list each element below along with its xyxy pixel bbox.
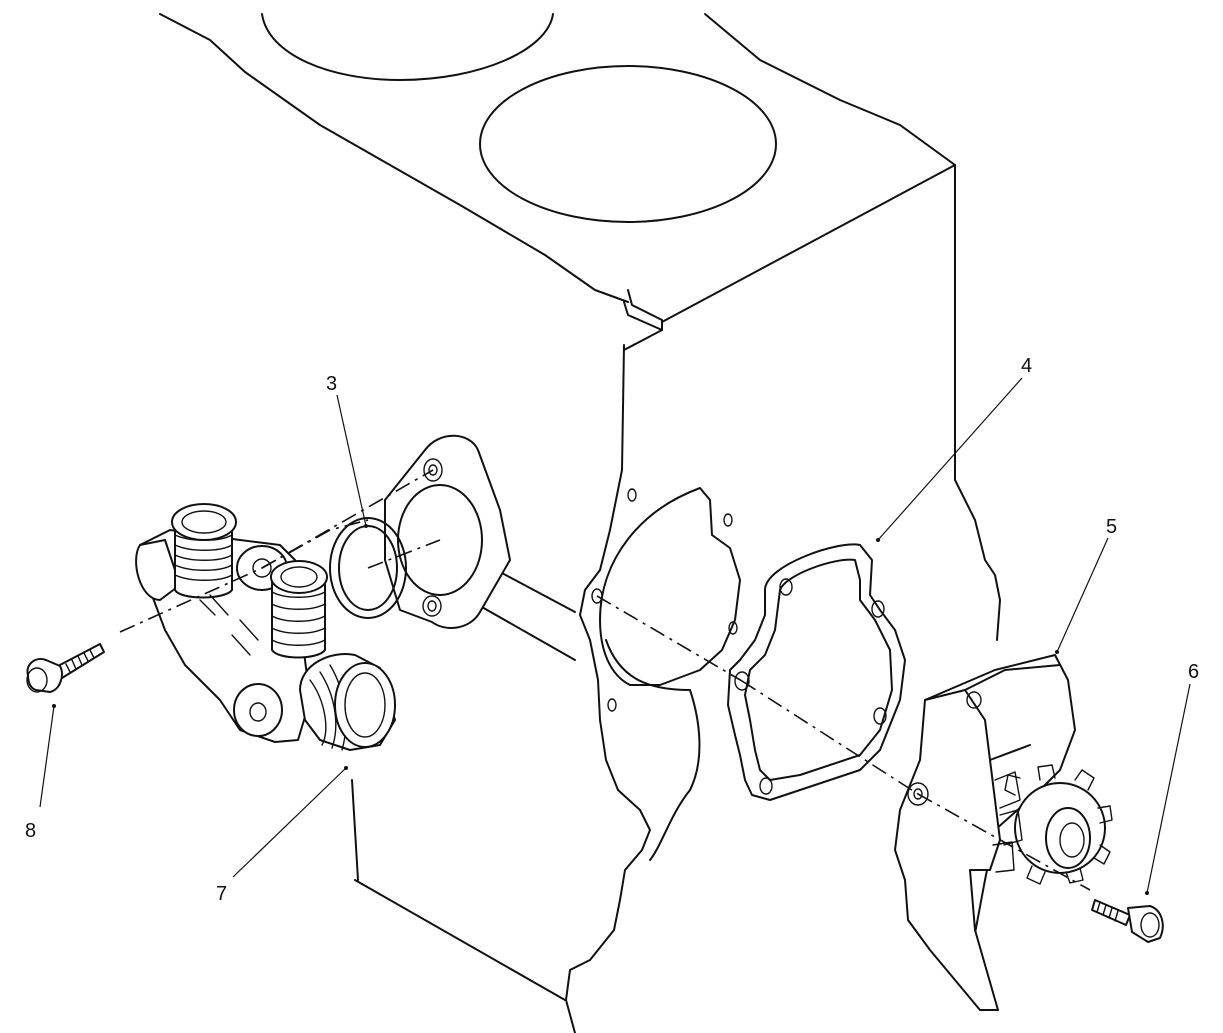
block-outlet-flange [384,434,511,629]
water-pump-gasket [727,543,906,801]
water-pump-assembly [894,654,1113,1011]
callout-4: 4 [1021,355,1032,377]
callout-5: 5 [1106,516,1117,538]
leader-lines [39,377,1191,895]
callout-7: 7 [216,883,227,905]
assembly-centerlines [119,469,1091,891]
callout-8: 8 [25,820,36,842]
pump-mounting-bolt [1091,899,1164,943]
coolant-outlet-housing [135,503,396,751]
callout-3: 3 [326,373,337,395]
housing-mounting-bolt [26,643,105,693]
callout-6: 6 [1188,661,1199,683]
engine-block [159,13,1001,1033]
